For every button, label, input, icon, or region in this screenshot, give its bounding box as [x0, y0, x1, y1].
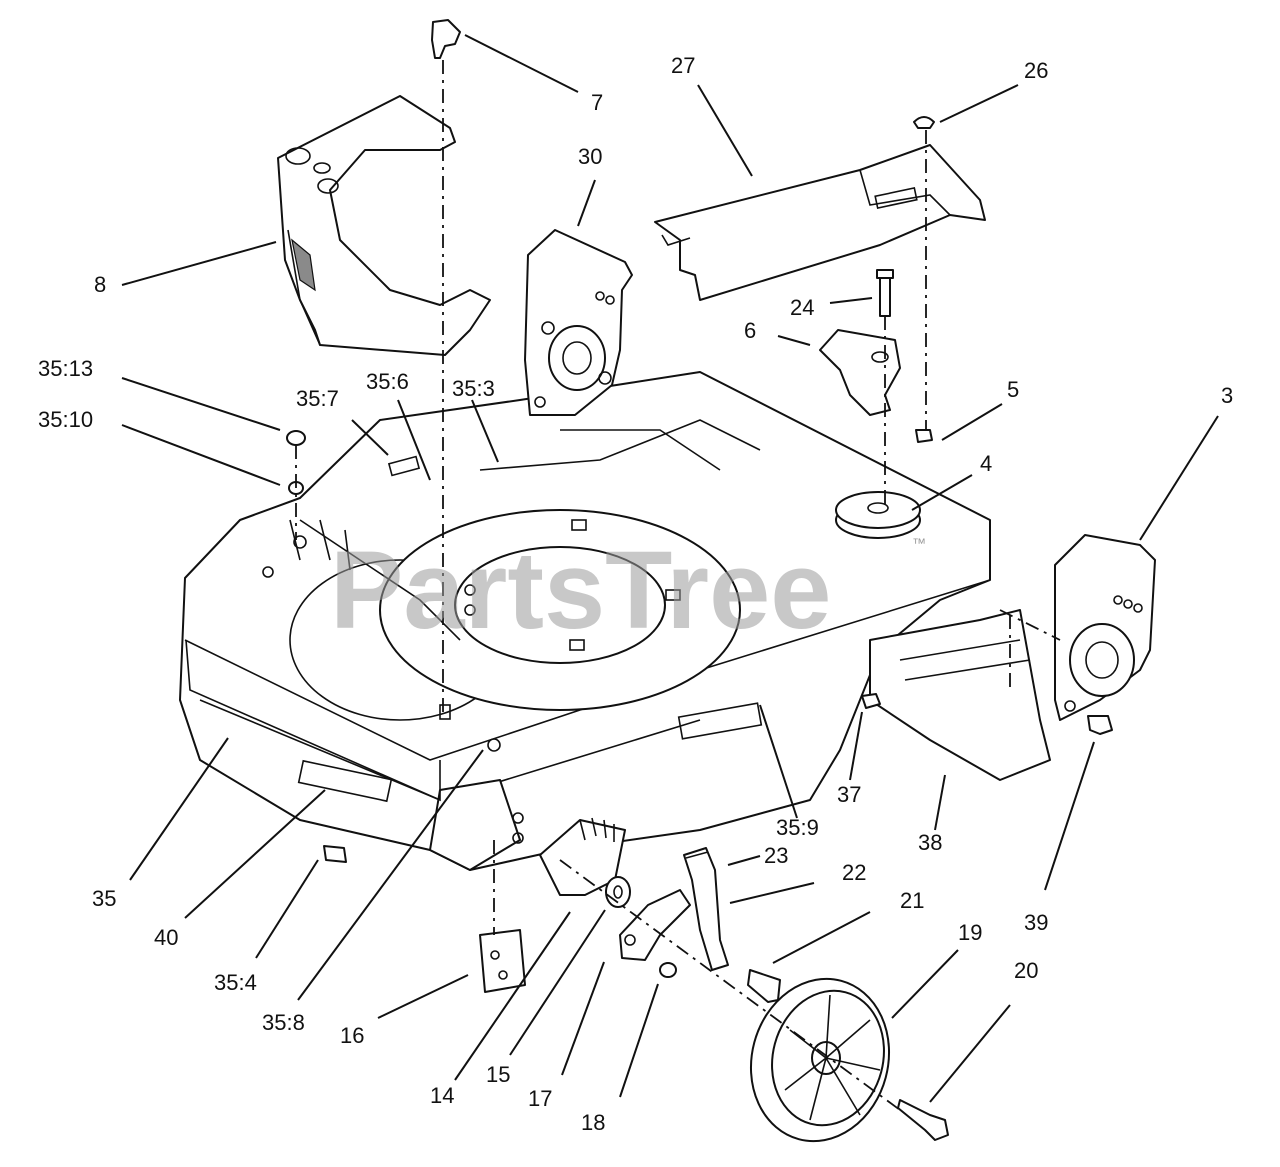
- clip-35-4[interactable]: [323, 845, 347, 863]
- mower-deck[interactable]: [179, 371, 991, 871]
- bolt-21[interactable]: [747, 969, 781, 1003]
- callout-35-13[interactable]: 35:13: [38, 356, 93, 381]
- callout-21[interactable]: 21: [900, 888, 924, 913]
- callout-35[interactable]: 35: [92, 886, 116, 911]
- callout-3[interactable]: 3: [1221, 383, 1233, 408]
- nut-5[interactable]: [915, 429, 933, 443]
- bolt-39[interactable]: [1087, 715, 1113, 735]
- callout-14[interactable]: 14: [430, 1083, 454, 1108]
- callout-35-3[interactable]: 35:3: [452, 376, 495, 401]
- assembly-lines: [295, 60, 1061, 1111]
- callout-39[interactable]: 39: [1024, 910, 1048, 935]
- callout-26[interactable]: 26: [1024, 58, 1048, 83]
- callout-18[interactable]: 18: [581, 1110, 605, 1135]
- discharge-chute[interactable]: [277, 95, 491, 356]
- callout-7[interactable]: 7: [591, 90, 603, 115]
- rear-baffle-38[interactable]: [869, 609, 1051, 781]
- callout-38[interactable]: 38: [918, 830, 942, 855]
- watermark: PartsTree ™: [330, 529, 926, 652]
- plate-16[interactable]: [479, 929, 526, 993]
- callout-35-10[interactable]: 35:10: [38, 407, 93, 432]
- watermark-text: PartsTree: [330, 529, 831, 652]
- idler-bracket-6[interactable]: [819, 329, 901, 416]
- bracket-17[interactable]: [619, 889, 691, 961]
- bolt-26[interactable]: [913, 116, 935, 129]
- callout-22[interactable]: 22: [842, 860, 866, 885]
- callout-17[interactable]: 17: [528, 1086, 552, 1111]
- nut-18[interactable]: [659, 962, 677, 978]
- washer-15[interactable]: [605, 876, 631, 908]
- callout-4[interactable]: 4: [980, 451, 992, 476]
- bearing-bracket-30[interactable]: [524, 229, 633, 416]
- callout-35-7[interactable]: 35:7: [296, 386, 339, 411]
- nut-37[interactable]: [861, 693, 881, 709]
- callout-30[interactable]: 30: [578, 144, 602, 169]
- callout-8[interactable]: 8: [94, 272, 106, 297]
- adjust-lever-22[interactable]: [683, 847, 729, 971]
- callout-5[interactable]: 5: [1007, 377, 1019, 402]
- callout-35-4[interactable]: 35:4: [214, 970, 257, 995]
- wheel-19[interactable]: [733, 963, 907, 1157]
- bolt-20[interactable]: [897, 1099, 949, 1141]
- callout-20[interactable]: 20: [1014, 958, 1038, 983]
- callout-6[interactable]: 6: [744, 318, 756, 343]
- callout-labels: 7 27 26 30 8 24 6 35:13 35:10 35:7 35:6 …: [38, 53, 1233, 1135]
- pulley-4[interactable]: [835, 491, 921, 539]
- callout-35-6[interactable]: 35:6: [366, 369, 409, 394]
- callout-19[interactable]: 19: [958, 920, 982, 945]
- fastener-35-13[interactable]: [286, 430, 306, 446]
- callout-24[interactable]: 24: [790, 295, 814, 320]
- bolt-24[interactable]: [876, 269, 894, 317]
- bearing-bracket-3[interactable]: [1054, 534, 1156, 721]
- callout-23[interactable]: 23: [764, 843, 788, 868]
- knob-7[interactable]: [431, 19, 461, 59]
- side-skirt[interactable]: [185, 639, 441, 802]
- leader-lines: [121, 34, 1219, 1103]
- callout-16[interactable]: 16: [340, 1023, 364, 1048]
- callout-37[interactable]: 37: [837, 782, 861, 807]
- callout-35-8[interactable]: 35:8: [262, 1010, 305, 1035]
- top-cover[interactable]: [654, 144, 986, 301]
- watermark-trademark: ™: [912, 535, 926, 551]
- callout-27[interactable]: 27: [671, 53, 695, 78]
- callout-35-9[interactable]: 35:9: [776, 815, 819, 840]
- callout-15[interactable]: 15: [486, 1062, 510, 1087]
- callout-40[interactable]: 40: [154, 925, 178, 950]
